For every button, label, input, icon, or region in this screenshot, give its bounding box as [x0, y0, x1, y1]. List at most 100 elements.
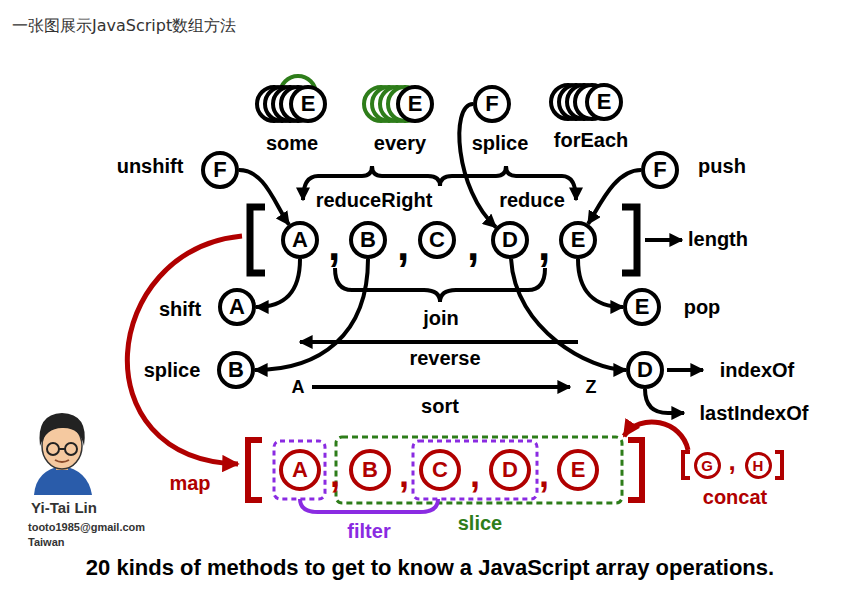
circle-node: C	[418, 221, 456, 259]
concat-bracket	[775, 452, 782, 478]
node-letter: A	[292, 459, 308, 481]
method-label: Taiwan	[28, 536, 64, 549]
array-bracket	[622, 207, 637, 273]
circle-node: F	[201, 151, 239, 189]
node-letter: B	[360, 229, 376, 251]
circle-node: G	[694, 452, 721, 479]
node-letter: E	[571, 229, 586, 251]
method-label: push	[698, 155, 746, 178]
circle-node: C	[419, 449, 461, 491]
comma-separator: ,	[728, 447, 735, 477]
avatar-glasses	[65, 443, 77, 455]
circle-node: E	[289, 85, 327, 123]
method-label: reduceRight	[316, 189, 433, 212]
comma-separator: ,	[330, 454, 340, 495]
method-label: tooto1985@gmail.com	[28, 521, 145, 534]
circle-node: E	[557, 449, 599, 491]
method-label: shift	[159, 298, 201, 321]
comma-separator: ,	[397, 220, 409, 271]
method-label: pop	[684, 296, 721, 319]
circle-node: E	[623, 288, 661, 326]
circle-node: A	[279, 449, 321, 491]
method-label: reverse	[409, 347, 480, 370]
method-label: map	[169, 472, 210, 495]
circle-node: A	[281, 221, 319, 259]
circle-node: E	[585, 83, 623, 121]
method-arrow	[578, 259, 623, 307]
node-letter: C	[432, 459, 448, 481]
circle-node: D	[489, 449, 531, 491]
circle-node: B	[349, 449, 391, 491]
method-label: splice	[472, 132, 529, 155]
circle-node: E	[396, 85, 434, 123]
node-letter: F	[653, 159, 666, 181]
comma-separator: ,	[470, 454, 480, 495]
circle-node: E	[559, 221, 597, 259]
method-arrow	[511, 259, 626, 370]
comma-separator: ,	[328, 220, 340, 271]
node-letter: F	[213, 159, 226, 181]
avatar-hair	[39, 413, 84, 446]
slice-group	[336, 437, 622, 503]
avatar-glasses	[47, 443, 59, 455]
result-bracket	[628, 440, 642, 500]
circle-node: D	[626, 351, 664, 389]
method-label: sort	[421, 395, 459, 418]
method-arrow	[588, 170, 641, 224]
method-label: lastIndexOf	[700, 402, 809, 425]
method-label: join	[423, 307, 459, 330]
node-letter: E	[635, 296, 650, 318]
node-letter: E	[408, 93, 423, 115]
circle-node: D	[491, 221, 529, 259]
method-label: reduce	[499, 189, 565, 212]
page-title: 一张图展示JavaScript数组方法	[12, 16, 236, 37]
node-letter: E	[301, 93, 316, 115]
node-letter: G	[701, 458, 713, 473]
circle-node: B	[217, 351, 255, 389]
method-label: slice	[458, 512, 502, 535]
length-arrow	[645, 238, 682, 242]
comma-separator: ,	[467, 220, 479, 271]
method-label: length	[688, 228, 748, 251]
comma-separator: ,	[538, 220, 550, 271]
comma-separator: ,	[399, 454, 409, 495]
concat-arrow	[624, 422, 688, 450]
method-label: forEach	[554, 129, 628, 152]
method-label: filter	[347, 520, 390, 543]
circle-node: A	[218, 288, 256, 326]
array-bracket	[250, 207, 265, 273]
avatar-shirt	[34, 466, 92, 495]
method-label: concat	[703, 486, 767, 509]
node-letter: B	[362, 459, 378, 481]
filter-group	[413, 441, 537, 499]
avatar-glasses	[59, 448, 65, 450]
reverse-arrow	[300, 340, 578, 344]
node-letter: H	[753, 458, 764, 473]
method-label: splice	[144, 359, 201, 382]
circle-node: F	[473, 85, 511, 123]
method-label: unshift	[117, 155, 184, 178]
author-avatar	[34, 413, 92, 495]
circle-node: H	[745, 452, 772, 479]
method-label: Z	[586, 377, 597, 398]
node-letter: A	[229, 296, 245, 318]
method-arrow	[256, 259, 300, 307]
method-arrow	[255, 259, 368, 370]
node-letter: D	[502, 229, 518, 251]
result-bracket	[248, 440, 262, 500]
node-letter: B	[228, 359, 244, 381]
filter-brace	[300, 499, 438, 512]
comma-separator: ,	[539, 454, 549, 495]
circle-node: B	[349, 221, 387, 259]
node-letter: E	[571, 459, 586, 481]
sort-arrow	[312, 385, 570, 389]
method-label: every	[374, 132, 426, 155]
method-label: indexOf	[720, 359, 794, 382]
method-label: A	[292, 377, 305, 398]
circle-node: F	[641, 151, 679, 189]
caption: 20 kinds of methods to get to know a Jav…	[86, 555, 774, 581]
method-arrow	[239, 170, 289, 225]
method-label: Yi-Tai Lin	[31, 499, 97, 516]
filter-group	[274, 441, 325, 499]
